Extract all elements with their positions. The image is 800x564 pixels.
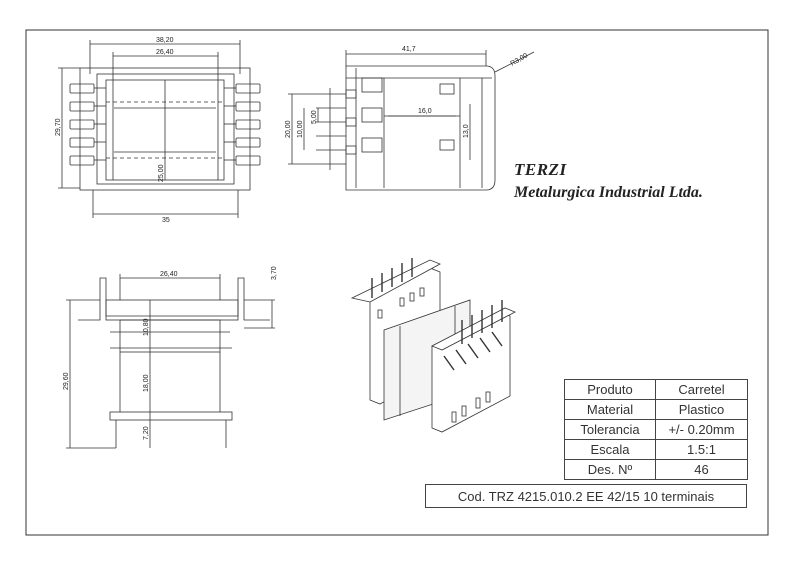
title-row-scale: Escala 1.5:1 — [564, 439, 748, 460]
title-row-material: Material Plastico — [564, 399, 748, 420]
isometric-pins — [371, 258, 503, 371]
dim-top-height: 29,70 — [55, 118, 62, 136]
sheet-border — [25, 29, 769, 536]
title-row-product: Produto Carretel — [564, 379, 748, 400]
dim-top-overall-width: 38,20 — [156, 37, 174, 44]
dim-top-center: 25,00 — [158, 164, 165, 182]
dim-top-base-width: 35 — [162, 217, 170, 224]
dim-side-h20: 20,00 — [285, 120, 292, 138]
label-produto: Produto — [564, 379, 656, 400]
value-produto: Carretel — [655, 379, 748, 400]
label-des-no: Des. Nº — [564, 459, 656, 480]
product-code: Cod. TRZ 4215.010.2 EE 42/15 10 terminai… — [425, 484, 747, 508]
dim-side-pitch: 5,00 — [311, 110, 318, 124]
dim-front-upper: 10,80 — [143, 318, 150, 336]
label-tolerancia: Tolerancia — [564, 419, 656, 440]
title-block-table: Produto Carretel Material Plastico Toler… — [564, 379, 748, 480]
front-view — [66, 274, 275, 449]
company-name: TERZI — [514, 160, 567, 179]
dim-front-pin: 3,70 — [271, 266, 278, 280]
dim-front-height: 29,60 — [63, 372, 70, 390]
company-subtitle: Metalurgica Industrial Ltda. — [514, 184, 703, 201]
dim-side-inner: 16,0 — [418, 108, 432, 115]
top-view — [58, 40, 261, 218]
label-material: Material — [564, 399, 656, 420]
title-row-tolerance: Tolerancia +/- 0.20mm — [564, 419, 748, 440]
dim-front-lower: 7,20 — [143, 426, 150, 440]
isometric-view — [350, 259, 516, 433]
value-escala: 1.5:1 — [655, 439, 748, 460]
value-tolerancia: +/- 0.20mm — [655, 419, 748, 440]
dim-side-length: 41,7 — [402, 46, 416, 53]
value-des-no: 46 — [655, 459, 748, 480]
value-material: Plastico — [655, 399, 748, 420]
title-row-drawing-number: Des. Nº 46 — [564, 459, 748, 480]
dim-side-radius: R3,00 — [510, 52, 530, 67]
dim-top-inner-width: 26,40 — [156, 49, 174, 56]
dim-side-h10: 10,00 — [297, 120, 304, 138]
dim-side-h13: 13,0 — [463, 124, 470, 138]
dim-front-width: 26,40 — [160, 271, 178, 278]
side-view — [288, 50, 535, 191]
label-escala: Escala — [564, 439, 656, 460]
dim-front-window: 18,00 — [143, 374, 150, 392]
